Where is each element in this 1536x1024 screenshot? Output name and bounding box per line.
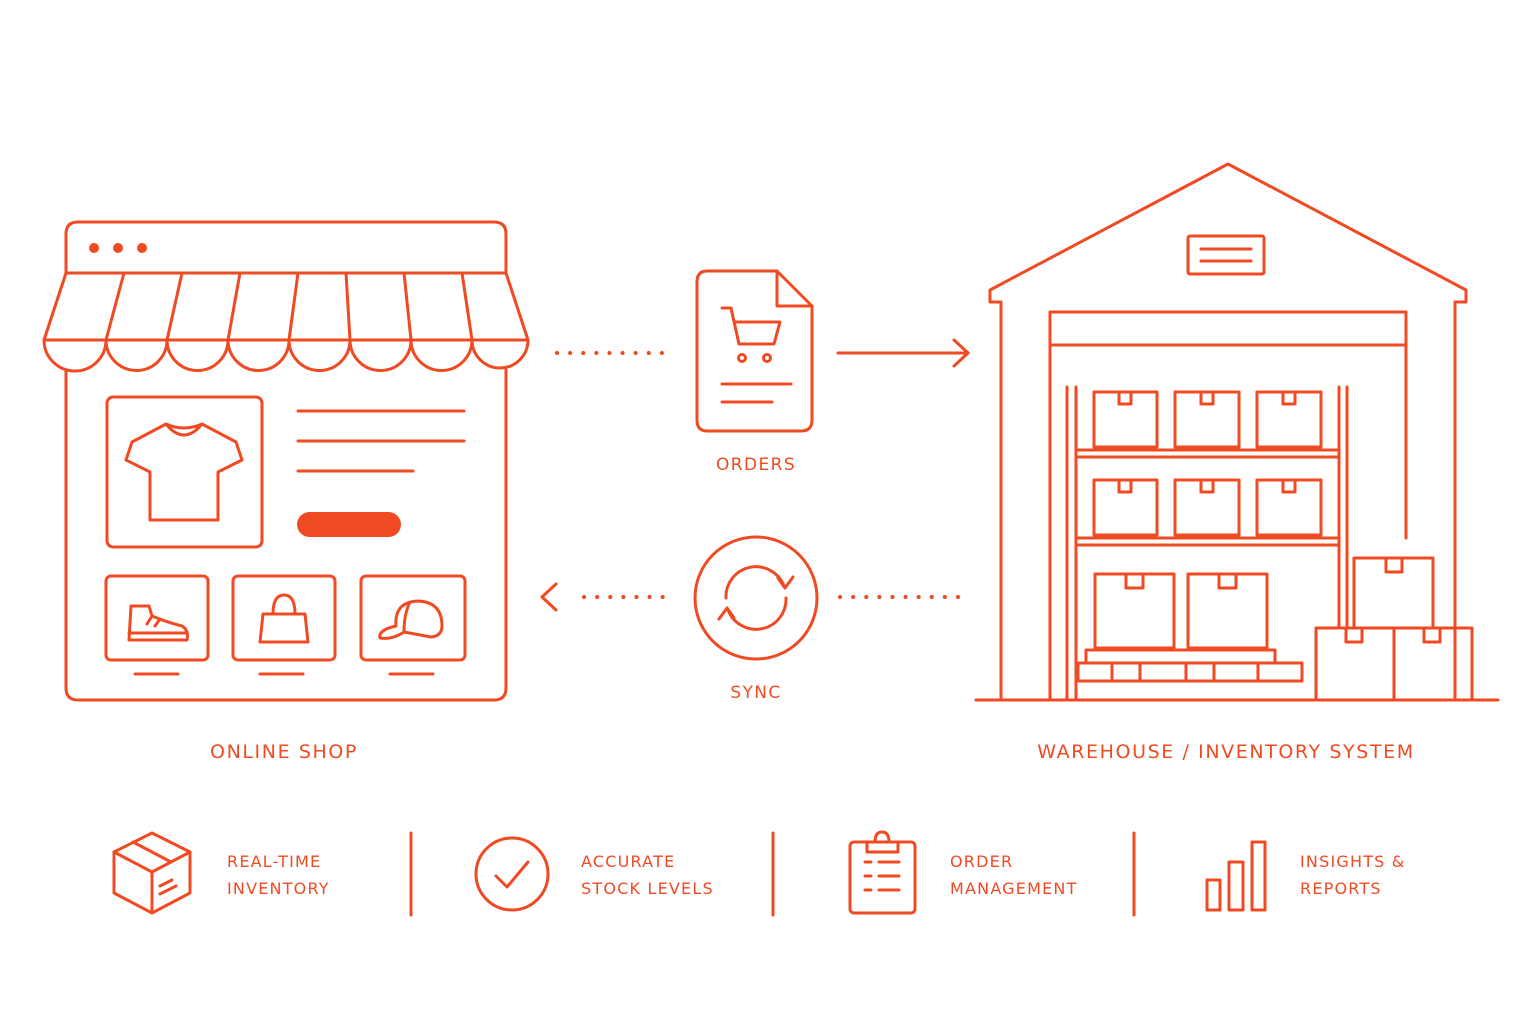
warehouse-icon xyxy=(974,162,1500,702)
feature-line: INVENTORY xyxy=(227,879,330,898)
buy-button-shape xyxy=(297,512,401,537)
shop-label: ONLINE SHOP xyxy=(210,741,358,763)
sync-label: SYNC xyxy=(730,683,782,703)
box-icon xyxy=(1093,572,1269,650)
clipboard-icon xyxy=(848,830,917,915)
feature-line: ORDER xyxy=(950,852,1014,871)
feature-line: ACCURATE xyxy=(581,852,676,871)
check-circle-icon xyxy=(474,836,550,912)
box-icon xyxy=(112,831,192,915)
box-icon xyxy=(1092,390,1323,449)
feature-line: INSIGHTS & xyxy=(1300,852,1406,871)
window-dot-icon xyxy=(113,243,123,253)
sync-icon xyxy=(693,535,819,661)
feature-realtime-inventory: REAL-TIME INVENTORY xyxy=(227,848,330,902)
edge-sync-shop xyxy=(540,582,674,612)
sneaker-icon xyxy=(127,604,189,642)
window-dot-icon xyxy=(137,243,147,253)
handbag-icon xyxy=(258,593,310,644)
window-dot-icon xyxy=(89,243,99,253)
feature-insights-reports: INSIGHTS & REPORTS xyxy=(1300,848,1405,902)
orders-label: ORDERS xyxy=(715,455,797,475)
order-document-cart-icon xyxy=(695,269,814,433)
storefront-icon xyxy=(42,220,530,702)
feature-accurate-stock: ACCURATE STOCK LEVELS xyxy=(581,848,714,902)
awning-icon xyxy=(42,271,530,373)
cart-icon xyxy=(720,306,782,346)
pallet-icon xyxy=(1076,648,1304,683)
feature-line: STOCK LEVELS xyxy=(581,879,714,898)
warehouse-label: WAREHOUSE / INVENTORY SYSTEM xyxy=(1037,741,1415,763)
feature-line: REAL-TIME xyxy=(227,852,322,871)
tshirt-icon xyxy=(124,422,244,522)
feature-order-management: ORDER MANAGEMENT xyxy=(950,848,1078,902)
cap-icon xyxy=(378,599,444,640)
feature-line: MANAGEMENT xyxy=(950,879,1078,898)
box-icon xyxy=(1314,556,1474,702)
bar-chart-icon xyxy=(1205,840,1267,912)
edge-orders-warehouse xyxy=(836,338,970,368)
feature-line: REPORTS xyxy=(1300,879,1382,898)
box-icon xyxy=(1092,478,1323,537)
feature-dividers xyxy=(409,831,1136,917)
